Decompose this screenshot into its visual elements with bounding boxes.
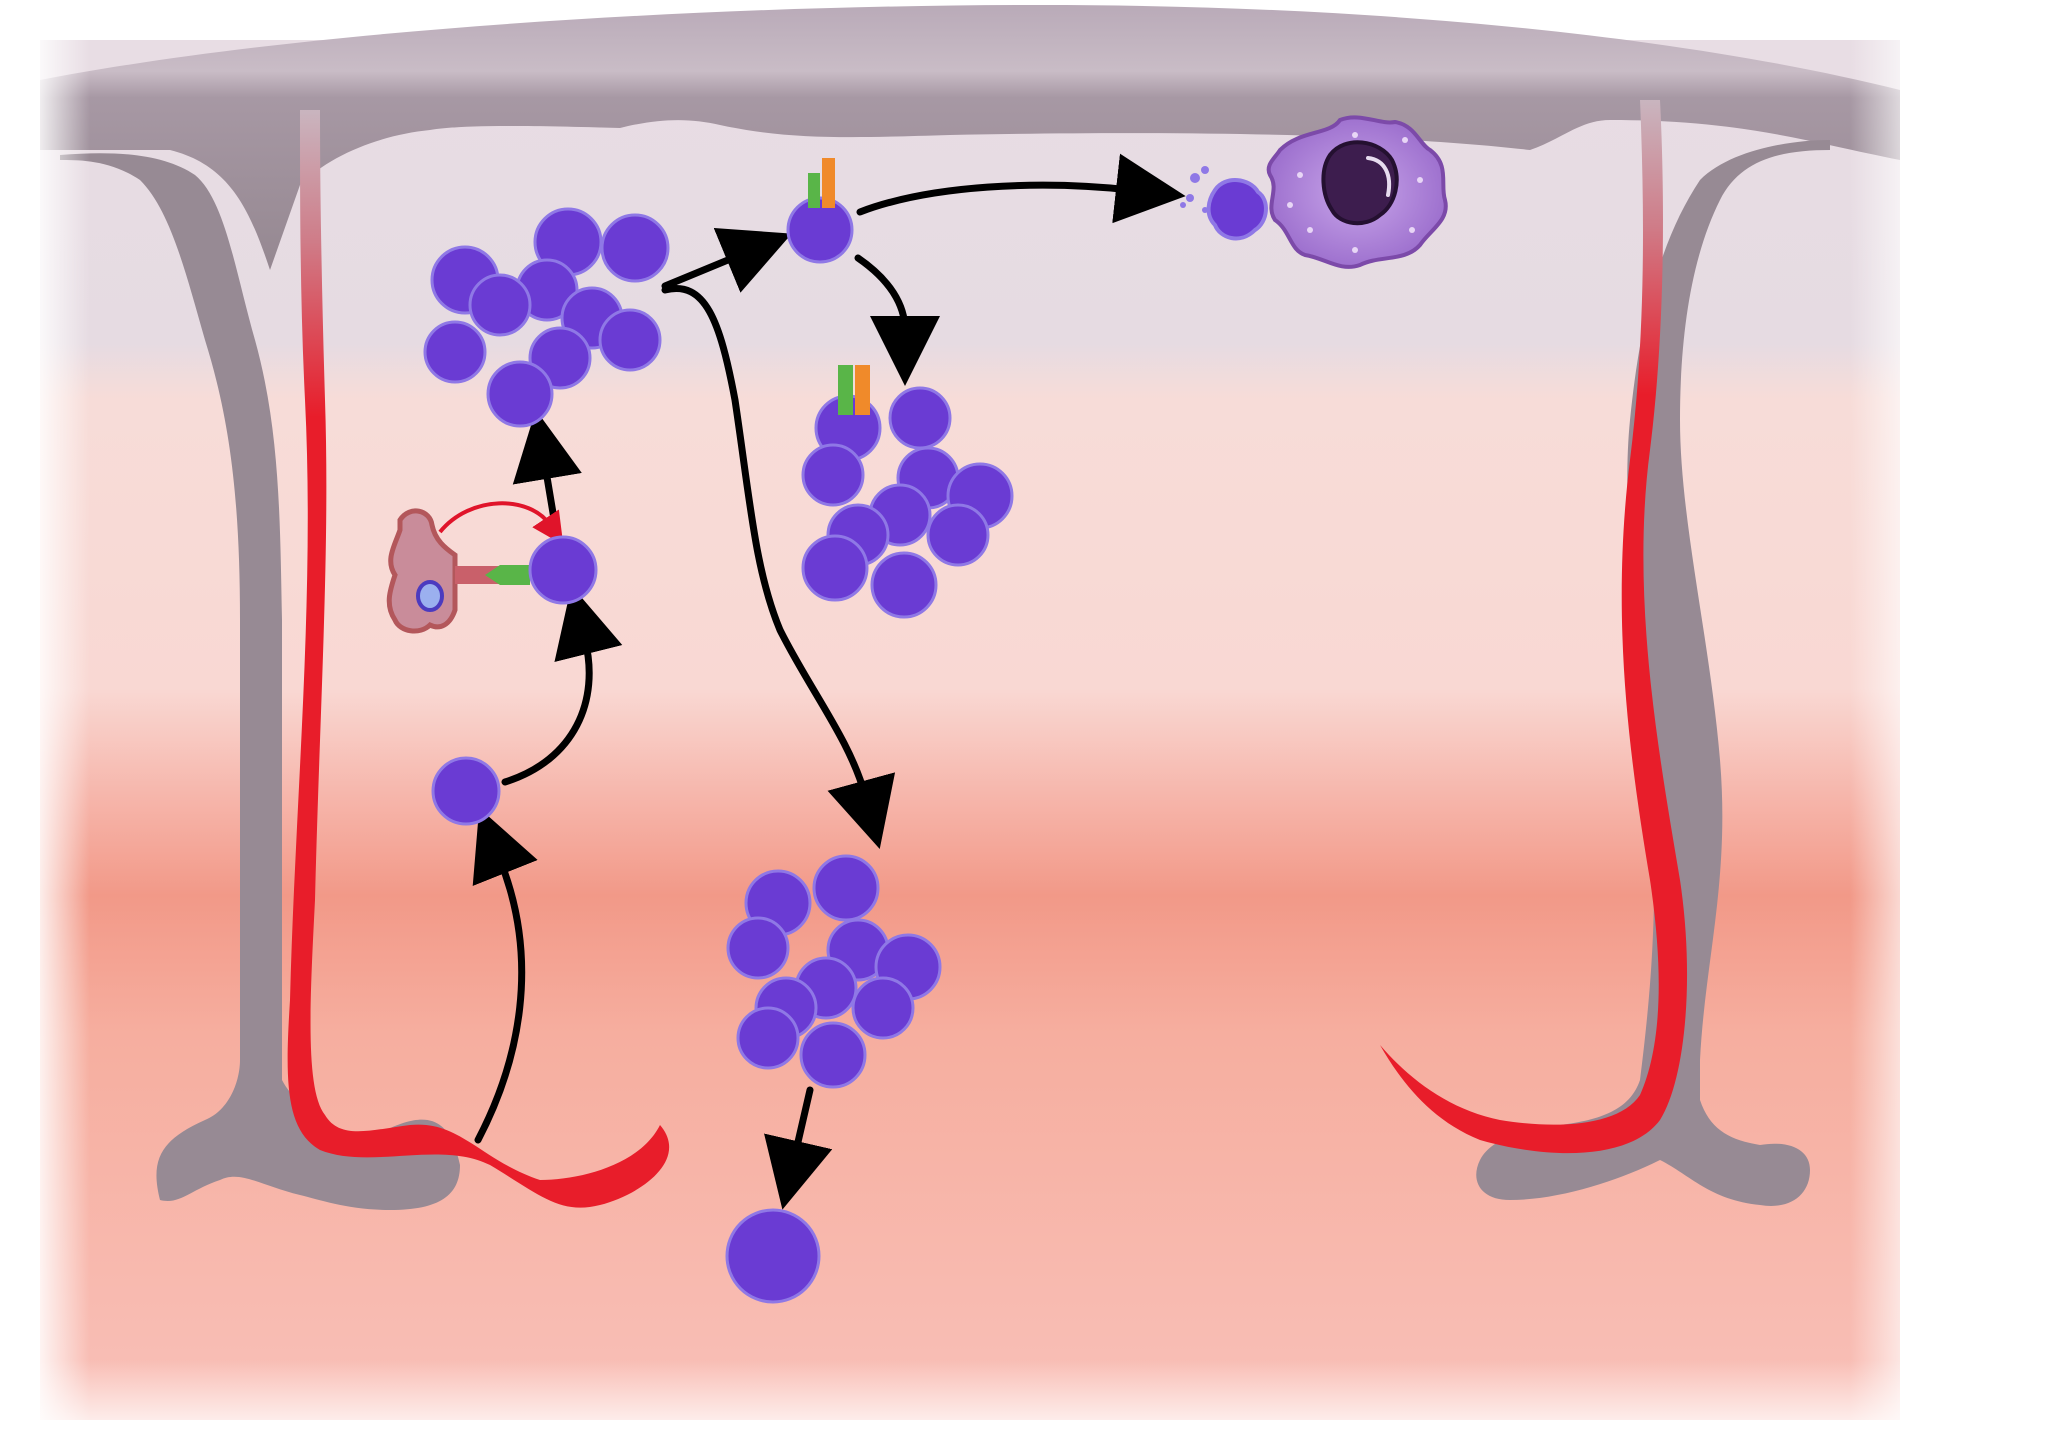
arrow-cluster-to-effector <box>661 228 792 293</box>
lymphocyte-cell <box>736 1006 800 1070</box>
arrow-effector-to-memory <box>854 254 940 386</box>
cell-activating <box>528 535 598 605</box>
left-wall <box>60 153 460 1211</box>
receptor-green-cluster <box>838 365 853 415</box>
lymphocyte-cell <box>851 976 915 1040</box>
margin-left <box>0 0 32 1445</box>
phagocyte-cell <box>1266 115 1448 269</box>
receptor-green <box>485 565 530 585</box>
top-membrane <box>40 5 1900 270</box>
receptor-green-effector <box>808 173 820 208</box>
lymphocyte-cell <box>926 503 990 567</box>
lymphocyte-cell <box>598 308 662 372</box>
arrow-cell-to-activation <box>501 585 623 786</box>
cluster-migrating <box>726 854 942 1089</box>
cell-departing <box>725 1208 821 1304</box>
lymphocyte-cell <box>528 535 598 605</box>
fade-left <box>30 0 90 1445</box>
lymphocyte-cell <box>801 534 869 602</box>
lymphocyte-cell <box>725 1208 821 1304</box>
lymphocyte-cell <box>600 213 670 283</box>
arrow-vessel-to-cell <box>472 807 538 1144</box>
lymphocyte-cell <box>423 320 487 384</box>
blood-vessel-right <box>1380 100 1688 1154</box>
phagocyte-nucleus <box>1321 140 1399 226</box>
lymphocyte-cell <box>812 854 880 922</box>
cell-debris <box>1180 166 1268 241</box>
cell-entering <box>431 756 501 826</box>
cells-layer <box>423 196 1014 1304</box>
fade-bottom <box>0 1360 2048 1445</box>
antigen-presenting-cell <box>386 508 530 634</box>
fade-right <box>1850 0 1930 1445</box>
presenting-cell-nucleus <box>416 580 444 612</box>
signal-arrow <box>438 501 564 545</box>
lymphocyte-cell <box>870 551 938 619</box>
lymphocyte-cell <box>801 443 865 507</box>
pathway-arrows <box>472 153 1186 1210</box>
lymphocyte-cell <box>468 273 532 337</box>
arrow-cluster-to-migrating <box>661 285 896 850</box>
lymphocyte-cell <box>888 386 952 450</box>
lymphocyte-cell <box>431 756 501 826</box>
arrow-effector-to-phagocyte <box>856 153 1186 224</box>
lymphocyte-cell <box>799 1021 867 1089</box>
phagocyte-granule-line <box>1366 156 1391 197</box>
lymphocyte-cell <box>726 916 790 980</box>
lymphocyte-cell <box>486 360 554 428</box>
cluster-proliferating <box>423 207 670 428</box>
margin-right <box>1930 0 2048 1445</box>
arrow-migrating-to-single <box>764 1086 833 1210</box>
receptor-orange-effector <box>822 158 835 208</box>
right-wall <box>1476 140 1830 1206</box>
receptor-orange-cluster <box>855 365 870 415</box>
